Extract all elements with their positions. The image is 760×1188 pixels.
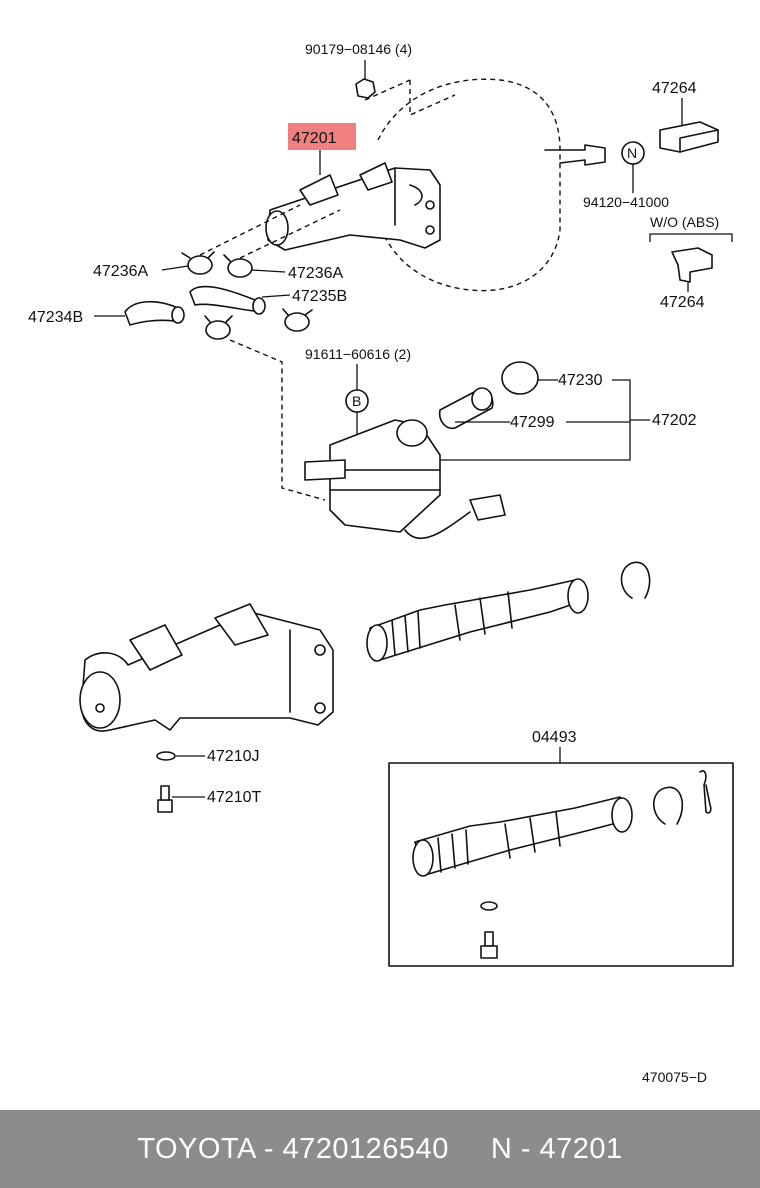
kit-gasket: [480, 901, 498, 911]
highlight-box: [288, 123, 356, 150]
hose-47234b: [124, 300, 185, 326]
label-47236a-right: 47236A: [288, 265, 343, 282]
reservoir-body: [304, 419, 506, 540]
label-90179: 90179−08146 (4): [305, 41, 412, 57]
kit-pin: [699, 770, 712, 814]
label-47210j: 47210J: [207, 748, 260, 765]
clamp-lower-left: [204, 315, 233, 340]
nut-part: [355, 60, 376, 99]
label-47299: 47299: [510, 414, 555, 431]
clamp-right: [223, 254, 253, 278]
bracket-47264-top: [659, 121, 719, 153]
strainer-47299: [438, 387, 494, 430]
label-94120: 94120−41000: [583, 194, 669, 210]
drawing-code: 470075−D: [642, 1069, 707, 1085]
brake-booster-outline: [364, 78, 606, 292]
label-47201: 47201: [292, 130, 337, 147]
footer-ref: N - 47201: [490, 1132, 623, 1165]
piston-assembly: [366, 578, 589, 662]
cap-47230: [501, 361, 539, 395]
label-47264-bottom: 47264: [660, 294, 705, 311]
label-47230: 47230: [558, 372, 603, 389]
label-47235b: 47235B: [292, 288, 347, 305]
b-mark: B: [352, 393, 361, 409]
kit-snap-ring: [652, 786, 684, 825]
label-04493: 04493: [532, 729, 577, 746]
master-cylinder-large: [79, 603, 334, 732]
master-cylinder-small: [265, 162, 441, 251]
parts-diagram: 90179−08146 (4) 47201 47264 N 94120−4100…: [28, 41, 734, 1085]
label-47234b: 47234B: [28, 309, 83, 326]
hose-47235b: [189, 285, 266, 315]
label-47202: 47202: [652, 412, 697, 429]
label-91611: 91611−60616 (2): [305, 346, 411, 362]
gasket-47210j: [156, 751, 176, 761]
bolt-47210t: [157, 785, 173, 813]
clamp-left: [181, 251, 215, 275]
label-47264-top: 47264: [652, 80, 697, 97]
n-mark: N: [627, 145, 637, 161]
kit-box: [388, 762, 734, 967]
clamp-lower-right: [282, 308, 313, 332]
label-wo-abs: W/O (ABS): [650, 214, 719, 230]
kit-bolt: [480, 931, 498, 959]
footer-bar: TOYOTA - 4720126540 N - 47201: [0, 1110, 760, 1188]
footer-part-number: TOYOTA - 4720126540: [137, 1132, 449, 1165]
bracket-47264-bottom: [671, 247, 713, 283]
label-47210t: 47210T: [207, 789, 261, 806]
snap-ring: [620, 561, 651, 599]
kit-piston: [412, 796, 633, 877]
label-47236a-left: 47236A: [93, 263, 148, 280]
